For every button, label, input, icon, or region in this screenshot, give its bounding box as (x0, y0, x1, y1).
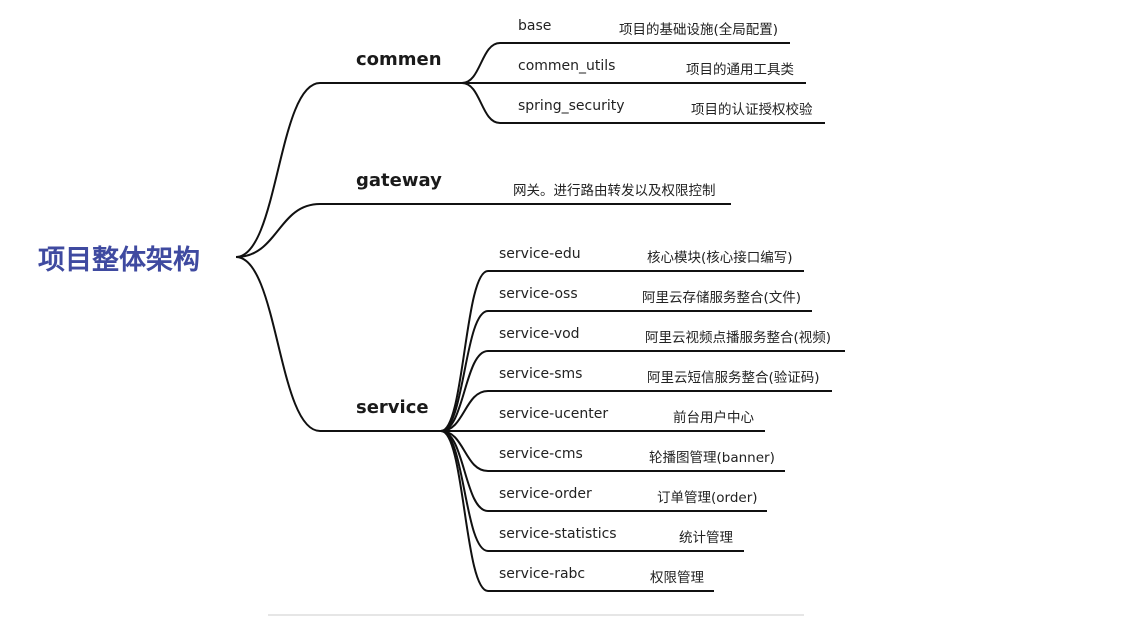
leaf-service-oss-desc: 阿里云存储服务整合(文件) (642, 290, 802, 306)
edge-service-leaf-0 (440, 270, 489, 432)
leaf-service-order-desc: 订单管理(order) (657, 490, 758, 506)
leaf-base-desc: 项目的基础设施(全局配置) (619, 22, 779, 38)
leaf-service-cms-name: service-cms (499, 446, 583, 462)
branch-commen-label: commen (356, 49, 442, 70)
edge-service-leaf-3 (440, 390, 489, 432)
root-node-title: 项目整体架构 (38, 245, 200, 276)
leaf-service-sms-desc: 阿里云短信服务整合(验证码) (647, 370, 820, 386)
leaf-service-ucenter-desc: 前台用户中心 (673, 410, 754, 426)
edge-root-gateway (235, 203, 321, 258)
leaf-service-edu-name: service-edu (499, 246, 581, 262)
leaf-gateway-desc: 网关。进行路由转发以及权限控制 (513, 183, 716, 199)
edge-commen-leaf-2 (461, 82, 501, 124)
leaf-spring-security-name: spring_security (518, 98, 625, 114)
edge-root-service (235, 256, 321, 432)
leaf-service-ucenter-name: service-ucenter (499, 406, 609, 422)
leaf-service-rabc-name: service-rabc (499, 566, 586, 582)
edge-service-leaf-7 (440, 430, 489, 552)
leaf-service-oss-name: service-oss (499, 286, 578, 302)
leaf-service-vod-name: service-vod (499, 326, 580, 342)
edge-root-commen (235, 82, 321, 258)
leaf-service-vod-desc: 阿里云视频点播服务整合(视频) (645, 330, 832, 346)
edge-service-leaf-6 (440, 430, 489, 512)
leaf-base-name: base (518, 18, 552, 34)
leaf-commen-utils-desc: 项目的通用工具类 (686, 62, 794, 78)
branch-gateway-label: gateway (356, 170, 442, 191)
leaf-service-cms-desc: 轮播图管理(banner) (649, 450, 775, 466)
branch-service-label: service (356, 397, 429, 418)
leaf-service-edu-desc: 核心模块(核心接口编写) (647, 250, 793, 266)
edge-service-leaf-2 (440, 350, 489, 432)
leaf-service-order-name: service-order (499, 486, 592, 502)
leaf-spring-security-desc: 项目的认证授权校验 (691, 102, 813, 118)
leaf-service-statistics-desc: 统计管理 (679, 530, 733, 546)
bottom-divider (268, 614, 804, 616)
edge-commen-leaf-0 (461, 42, 501, 84)
leaf-service-sms-name: service-sms (499, 366, 583, 382)
leaf-service-statistics-name: service-statistics (499, 526, 617, 542)
leaf-service-rabc-desc: 权限管理 (650, 570, 704, 586)
leaf-commen-utils-name: commen_utils (518, 58, 616, 74)
edge-service-leaf-8 (440, 430, 489, 592)
edge-service-leaf-1 (440, 310, 489, 432)
